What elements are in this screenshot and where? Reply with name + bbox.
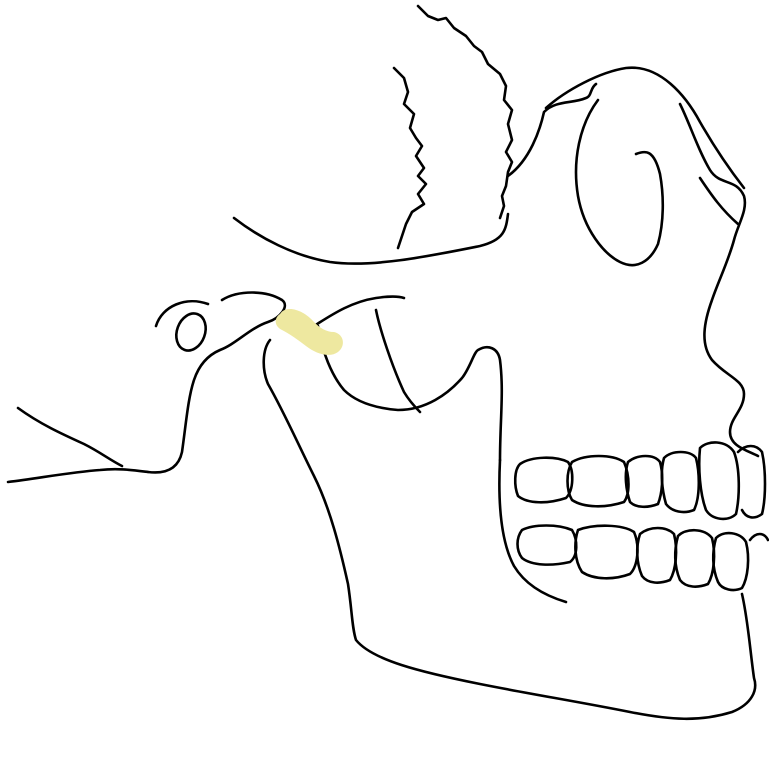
background — [0, 0, 769, 757]
skull-lateral-diagram — [0, 0, 769, 757]
